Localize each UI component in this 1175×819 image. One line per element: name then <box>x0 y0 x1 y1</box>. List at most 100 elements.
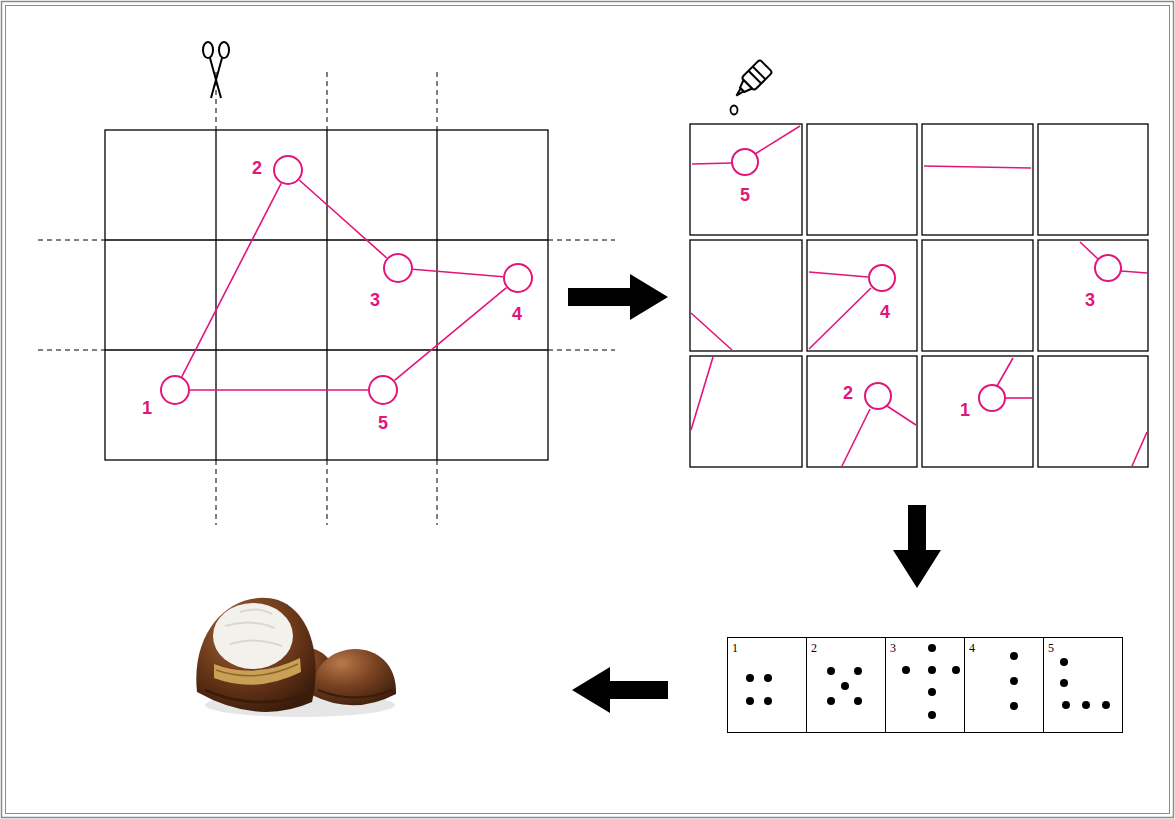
polygon-side <box>413 269 503 277</box>
puzzle-tile <box>690 356 802 467</box>
tile-line-fragment <box>1121 271 1147 273</box>
cut-line <box>437 460 438 525</box>
point-number: 3 <box>370 291 380 309</box>
chocolate-photo <box>225 609 282 646</box>
scissors-icon <box>219 42 229 58</box>
glue-drop <box>731 106 738 115</box>
puzzle-tile <box>690 240 802 351</box>
tile-circle <box>1095 255 1121 281</box>
tile-line-fragment <box>755 126 800 154</box>
source-grid <box>105 130 548 460</box>
box-number: 1 <box>732 642 738 654</box>
tile-circle <box>979 385 1005 411</box>
scissors-icon <box>203 42 213 58</box>
dot-pattern <box>827 697 835 705</box>
puzzle-tile <box>807 356 917 467</box>
dot-pattern <box>841 682 849 690</box>
puzzle-tile <box>1038 356 1148 467</box>
point-number: 1 <box>142 399 152 417</box>
glue-icon <box>730 59 772 101</box>
dot-pattern <box>928 644 936 652</box>
tile-line-fragment <box>924 166 1031 168</box>
dot-box: 4 <box>964 637 1044 733</box>
puzzle-tile <box>690 124 1148 467</box>
tile-number: 2 <box>843 384 853 402</box>
tile-line-fragment <box>691 357 713 430</box>
point-number: 5 <box>378 414 388 432</box>
chocolate-photo <box>205 690 308 702</box>
point-number: 2 <box>252 159 262 177</box>
tile-line-fragment <box>997 358 1013 386</box>
dot-box: 5 <box>1043 637 1123 733</box>
source-grid <box>326 130 327 460</box>
cut-line <box>38 72 615 525</box>
cut-line <box>38 350 105 351</box>
dot-pattern <box>764 697 772 705</box>
tile-line-fragment <box>842 409 870 466</box>
dot-pattern <box>928 666 936 674</box>
cut-line <box>327 72 328 130</box>
dot-pattern <box>1062 701 1070 709</box>
box-number: 3 <box>890 642 896 654</box>
puzzle-tile <box>690 124 802 235</box>
tile-circle <box>865 383 891 409</box>
puzzle-tile <box>922 240 1033 351</box>
frame <box>6 6 1170 814</box>
point-circle: 5 <box>368 375 398 405</box>
cut-line <box>216 72 217 130</box>
point-circle: 2 <box>273 155 303 185</box>
dot-pattern <box>1060 658 1068 666</box>
dot-pattern <box>854 697 862 705</box>
polygon-side <box>190 389 368 391</box>
tile-line-fragment <box>1005 397 1032 399</box>
dot-pattern <box>1010 677 1018 685</box>
dot-pattern <box>746 674 754 682</box>
box-number: 5 <box>1048 642 1054 654</box>
source-grid <box>105 239 548 240</box>
box-number: 2 <box>811 642 817 654</box>
point-circle: 1 <box>160 375 190 405</box>
puzzle-tile <box>807 124 917 235</box>
dot-pattern <box>928 688 936 696</box>
tile-circle <box>732 149 758 175</box>
puzzle-tile <box>922 356 1033 467</box>
dot-pattern <box>1060 679 1068 687</box>
flow-arrow <box>893 505 941 588</box>
tile-number: 3 <box>1085 291 1095 309</box>
tile-line-fragment <box>692 163 732 164</box>
source-grid <box>436 130 437 460</box>
puzzle-tile <box>922 124 1033 235</box>
cut-line <box>548 350 615 351</box>
dot-box: 3 <box>885 637 965 733</box>
tile-line-fragment <box>887 406 916 425</box>
puzzle-tile <box>1038 240 1148 351</box>
chocolate-photo <box>196 598 315 712</box>
polygon-side <box>182 183 281 376</box>
flow-arrow <box>568 274 668 320</box>
cut-line <box>216 460 217 525</box>
dot-pattern <box>746 644 1110 719</box>
cut-line <box>327 460 328 525</box>
cut-line <box>38 240 105 241</box>
tile-number: 1 <box>960 401 970 419</box>
dot-pattern <box>902 666 910 674</box>
tile-circle <box>869 265 895 291</box>
puzzle-tile <box>807 240 917 351</box>
dot-pattern <box>1082 701 1090 709</box>
dot-pattern <box>827 667 835 675</box>
tile-line-fragment <box>809 288 871 349</box>
tile-line-fragment <box>691 126 1147 466</box>
dot-box: 1 <box>727 637 807 733</box>
chocolate-photo <box>312 649 396 705</box>
cut-line <box>548 240 615 241</box>
chocolate-photo <box>318 690 392 698</box>
tile-line-fragment <box>809 272 868 277</box>
dot-pattern <box>746 697 754 705</box>
dot-pattern <box>1010 652 1018 660</box>
chocolate-photo <box>216 664 298 676</box>
